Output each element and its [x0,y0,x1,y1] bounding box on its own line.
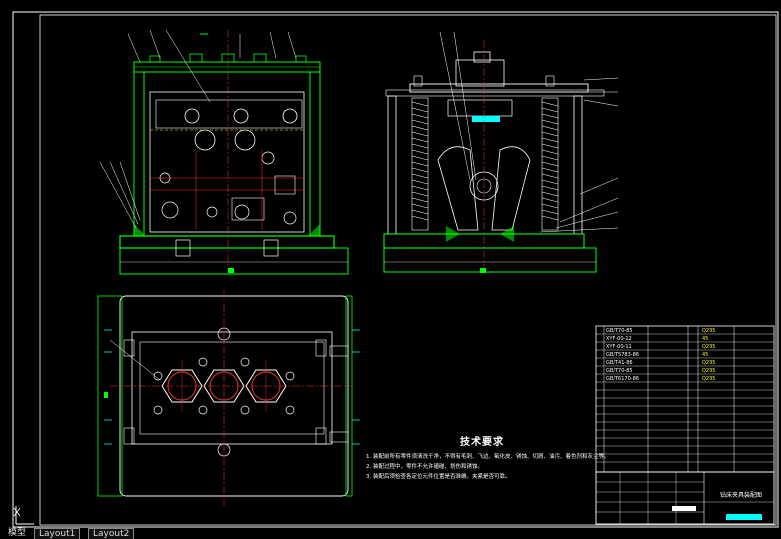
top-view [97,290,360,506]
side-top-plate [409,83,589,93]
sheet-border [12,11,779,528]
front-view [99,29,349,275]
front-workpiece [149,91,305,233]
front-base [119,235,335,249]
parts-list-table [595,325,775,473]
parts-row-code: GB/T5783-86 [606,352,639,358]
parts-row-mat: Q235 [702,376,716,382]
parts-row-mat: Q235 [702,360,716,366]
technical-note-line: 1. 装配前所有零件须清洗干净，不得有毛刺、飞边、氧化皮、锈蚀、切屑、油污、着色… [366,454,610,460]
front-right-column [309,71,321,237]
tab-model[interactable]: 模型 [8,528,27,538]
title-block-name: 钻床夹具装配图 [720,492,763,499]
left-spring [411,97,429,231]
technical-notes-title: 技术要求 [460,437,504,448]
parts-row-code: XYF-00-12 [606,336,632,342]
parts-row-code: GB/T70-85 [606,328,633,334]
technical-note-line: 3. 装配后须检查各定位元件位置是否准确，夹紧是否可靠。 [366,474,511,480]
parts-row-mat: Q235 [702,328,716,334]
right-spring [541,97,559,231]
parts-row-code: XYF-00-11 [606,344,632,350]
tab-layout1[interactable]: Layout1 [34,528,81,539]
technical-note-line: 2. 装配过程中，零件不允许磕碰、划伤和锈蚀。 [366,464,483,470]
front-left-column [133,71,145,237]
parts-row-code: GB/T70-85 [606,368,633,374]
parts-row-mat: Q235 [702,344,716,350]
title-block-highlight [726,514,762,520]
parts-row-code: GB/T41-86 [606,360,633,366]
parts-row-mat: Q235 [702,368,716,374]
top-view-base [119,295,349,497]
layout-tab-bar: 模型 Layout1 Layout2 [0,528,781,539]
parts-row-mat: 45 [702,352,709,358]
front-base-foot [119,247,349,275]
side-view [383,31,619,273]
title-block [595,471,775,525]
parts-row-code: GB/T6170-86 [606,376,639,382]
inner-frame [39,14,777,526]
parts-row-mat: 45 [702,336,709,342]
ucs-icon [13,506,34,525]
tab-layout2[interactable]: Layout2 [88,528,135,539]
